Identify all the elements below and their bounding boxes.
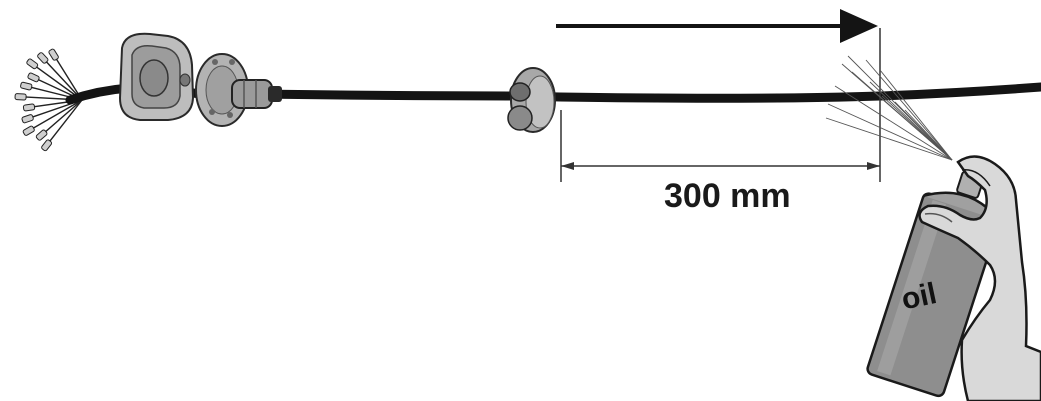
spray-line (879, 69, 953, 161)
distance-label: 300 mm (664, 177, 791, 215)
wire-terminal (14, 93, 27, 101)
can-label: oil (899, 277, 940, 317)
wire-terminal (22, 103, 36, 112)
wire-terminal (37, 52, 49, 64)
wire (43, 99, 83, 134)
wire-terminal (26, 58, 39, 70)
wire-terminal (48, 48, 59, 61)
wire (31, 99, 83, 130)
wire-terminal (21, 114, 34, 124)
right-arrow-icon (556, 9, 878, 43)
hand-icon (918, 155, 1041, 401)
spray-line (881, 95, 953, 161)
wire-terminal (41, 139, 53, 152)
wire-terminal (20, 81, 33, 91)
cable-connector (231, 79, 282, 109)
wire-terminal (35, 129, 48, 141)
round-flange (195, 53, 249, 127)
spray-line (834, 85, 953, 161)
wire-terminal (22, 125, 35, 136)
wire-terminal (27, 72, 40, 83)
wire (48, 99, 83, 143)
spray-lines (825, 55, 953, 161)
wire (44, 60, 83, 101)
dimension-line (560, 28, 881, 182)
spray-line (827, 103, 953, 161)
inline-grommet (507, 67, 556, 133)
spray-line (825, 117, 953, 161)
flange-grommet (118, 32, 195, 121)
spray-line (865, 59, 953, 161)
spray-line (904, 109, 953, 161)
